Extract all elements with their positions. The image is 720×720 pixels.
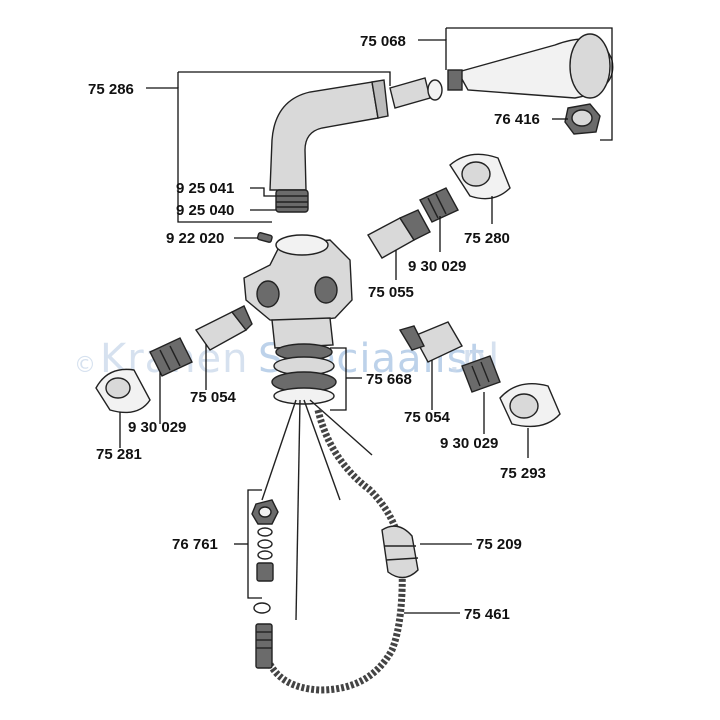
label-75281: 75 281 — [96, 446, 142, 463]
mixer-body-part — [243, 234, 353, 349]
hand-shower-part — [447, 33, 614, 99]
label-75068: 75 068 — [360, 33, 406, 50]
screw-922020-part — [256, 232, 273, 243]
label-76761: 76 761 — [172, 536, 218, 553]
label-930029-right: 9 30 029 — [440, 435, 498, 452]
connector-set-76761-part — [251, 499, 279, 669]
label-75054-right: 75 054 — [404, 409, 451, 426]
cap-75293-part — [499, 383, 561, 428]
cap-75280-part — [449, 153, 511, 200]
hose-75461-part — [264, 409, 406, 694]
aerator-tube-part — [389, 77, 443, 109]
cap-75281-part — [95, 368, 151, 414]
hose-weight-75209-part — [381, 525, 419, 579]
label-75668: 75 668 — [366, 371, 412, 388]
label-75055: 75 055 — [368, 284, 414, 301]
label-925041: 9 25 041 — [176, 180, 234, 197]
cartridge-75054-left-part — [194, 305, 253, 351]
mounting-set-75668-part — [271, 343, 337, 405]
cartridge-75054-right-part — [398, 321, 463, 363]
label-930029-left: 9 30 029 — [128, 419, 186, 436]
nut-930029-right-part — [461, 355, 501, 393]
label-922020: 9 22 020 — [166, 230, 224, 247]
nut-930029-top-part — [419, 187, 459, 223]
nut-76416-part — [564, 103, 601, 135]
leader-lines — [119, 27, 613, 614]
label-75280: 75 280 — [464, 230, 510, 247]
supply-pipes-part — [261, 399, 373, 621]
label-930029-top: 9 30 029 — [408, 258, 466, 275]
watermark-copyright: © — [74, 353, 97, 378]
label-75209: 75 209 — [476, 536, 522, 553]
label-76416: 76 416 — [494, 111, 540, 128]
part-labels: 75 068 75 286 76 416 9 25 041 9 25 040 7… — [88, 33, 546, 623]
nut-930029-left-part — [149, 337, 193, 377]
cartridge-75055-part — [367, 209, 431, 259]
label-75293: 75 293 — [500, 465, 546, 482]
label-75461: 75 461 — [464, 606, 510, 623]
spout-part — [269, 79, 389, 213]
label-75054-left: 75 054 — [190, 389, 237, 406]
label-925040: 9 25 040 — [176, 202, 234, 219]
label-75286: 75 286 — [88, 81, 134, 98]
